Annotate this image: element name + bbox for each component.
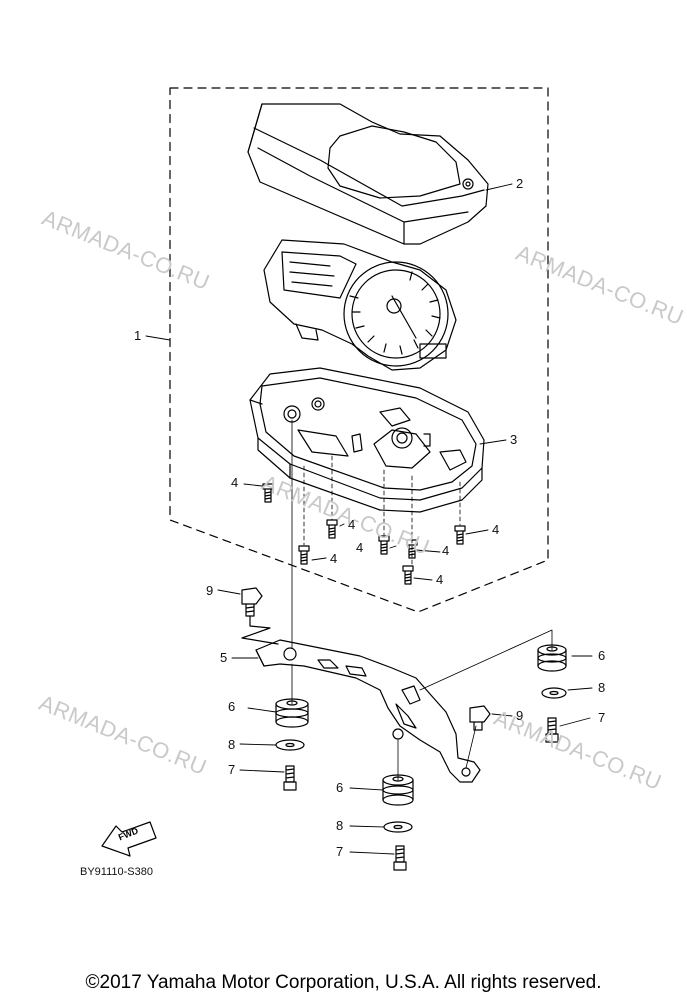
fwd-arrow-icon	[101, 821, 157, 857]
callout-2: 2	[516, 176, 524, 191]
callout-4: 4	[356, 540, 364, 555]
callout-4: 4	[492, 522, 500, 537]
screw-centerlines	[303, 455, 461, 566]
callout-4: 4	[442, 543, 450, 558]
copyright-notice: ©2017 Yamaha Motor Corporation, U.S.A. A…	[85, 972, 602, 993]
meter-case	[249, 367, 485, 513]
callout-7: 7	[598, 710, 606, 725]
meter-bracket	[255, 639, 481, 783]
centerline-right	[419, 629, 553, 691]
meter-display-unit	[263, 239, 457, 371]
callout-8: 8	[336, 818, 344, 833]
callout-4: 4	[348, 517, 356, 532]
screw-7-left	[283, 765, 297, 791]
callout-3: 3	[510, 432, 518, 447]
grommet-6-lower	[382, 774, 414, 806]
grommet-6-right	[537, 644, 567, 672]
bolt-part-9-left	[241, 587, 279, 645]
callout-8: 8	[228, 737, 236, 752]
grommet-6-left	[275, 698, 309, 728]
washer-8-lower	[383, 821, 413, 833]
callout-4: 4	[330, 551, 338, 566]
callout-5: 5	[220, 650, 228, 665]
screws-part-4	[262, 483, 466, 585]
callout-8: 8	[598, 680, 606, 695]
callout-7: 7	[336, 844, 344, 859]
callout-1: 1	[134, 328, 142, 343]
screw-7-lower	[393, 845, 407, 871]
callout-9: 9	[206, 583, 214, 598]
bolt-part-9-right	[469, 705, 491, 731]
callout-9: 9	[516, 708, 524, 723]
washer-8-left	[275, 739, 305, 751]
callout-4: 4	[231, 475, 239, 490]
assembly-boundary	[169, 87, 549, 613]
callout-4: 4	[436, 572, 444, 587]
diagram-code: BY91110-S380	[80, 866, 153, 878]
callout-6: 6	[336, 780, 344, 795]
callout-6: 6	[228, 699, 236, 714]
washer-8-right	[541, 687, 567, 699]
callout-6: 6	[598, 648, 606, 663]
meter-cover	[247, 103, 489, 245]
screw-7-right	[545, 717, 559, 743]
callout-7: 7	[228, 762, 236, 777]
leader-lines	[145, 183, 593, 855]
